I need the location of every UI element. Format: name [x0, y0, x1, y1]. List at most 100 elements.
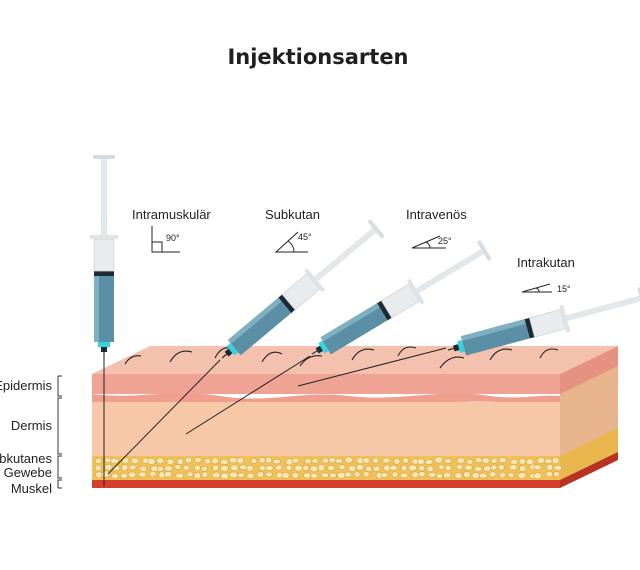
fat-cell — [518, 457, 526, 465]
fat-cell — [498, 457, 507, 464]
plunger-rod — [101, 157, 107, 235]
fat-cell — [138, 471, 147, 478]
fat-cell — [321, 457, 330, 464]
fat-cell — [327, 465, 336, 471]
plunger-seal — [377, 300, 392, 321]
fat-cell — [443, 471, 452, 479]
fat-cell — [355, 463, 365, 471]
layer-label-subcutaneous-2: Gewebe — [4, 465, 52, 480]
fat-cell — [157, 465, 164, 472]
fat-cell — [236, 457, 245, 465]
needle-paths — [103, 347, 447, 486]
skin-side-epidermis — [560, 346, 618, 394]
fat-cell — [121, 464, 129, 472]
fat-cell — [362, 471, 370, 478]
fat-cell — [321, 472, 329, 478]
fat-cell — [490, 458, 499, 464]
dermis-layer — [92, 402, 560, 456]
fat-cell — [466, 458, 474, 465]
fat-cell — [128, 471, 137, 478]
fat-cell — [499, 471, 506, 479]
angle-icons — [151, 226, 552, 293]
fat-cell — [264, 465, 274, 471]
fat-cell — [201, 471, 209, 478]
plunger-rod — [314, 226, 378, 282]
fat-cell — [186, 471, 194, 477]
plunger-head — [367, 219, 385, 239]
fat-cell — [434, 456, 443, 464]
fat-cell — [418, 465, 426, 472]
fat-cell — [533, 464, 542, 471]
fat-cell — [507, 472, 515, 478]
fat-cell — [393, 458, 401, 465]
fat-cell — [229, 471, 238, 479]
fat-cell — [302, 465, 310, 472]
fat-cell — [336, 471, 346, 479]
layer-labels: Epidermis Dermis Subkutanes Gewebe Muske… — [0, 378, 52, 496]
fat-cell — [193, 472, 202, 479]
fat-cell — [525, 458, 535, 466]
fat-cell — [212, 464, 219, 472]
barrel-flange — [90, 235, 118, 239]
fat-cell — [175, 472, 184, 479]
fat-cell — [553, 464, 562, 471]
barrel-fluid — [460, 319, 530, 356]
fat-cell — [220, 472, 229, 480]
fat-cell — [294, 464, 303, 472]
fat-cell — [285, 464, 293, 471]
layer-brackets — [57, 375, 62, 489]
fat-cell — [265, 456, 273, 464]
fat-cell — [281, 471, 290, 479]
injection-labels: Intramuskulär Subkutan Intravenös Intrak… — [132, 207, 575, 270]
needle-hub — [226, 343, 239, 356]
label-intramuscular: Intramuskulär — [132, 207, 211, 222]
barrel-fluid — [320, 303, 388, 355]
fat-cell — [391, 471, 399, 478]
barrel-highlight — [460, 319, 526, 342]
fat-cell — [309, 465, 319, 473]
layer-label-subcutaneous-1: Subkutanes — [0, 451, 52, 466]
fat-cell — [508, 464, 518, 471]
angle-value-45: 45° — [298, 232, 312, 242]
fat-cell — [239, 464, 248, 471]
fat-cell — [128, 464, 137, 471]
fat-cell — [544, 458, 553, 464]
needle-base — [101, 346, 107, 352]
fat-cell — [291, 457, 300, 464]
fat-cell — [483, 465, 492, 472]
fat-cell — [164, 470, 173, 478]
fat-cell — [258, 457, 266, 464]
angle-45-icon — [274, 231, 308, 253]
layer-label-muscle: Muskel — [11, 481, 52, 496]
fat-cell — [130, 457, 140, 464]
layer-label-epidermis: Epidermis — [0, 378, 52, 393]
fat-cell — [546, 463, 554, 471]
epidermis-layer — [92, 374, 560, 394]
syringe-intramuscular — [90, 155, 118, 358]
fat-cell — [464, 464, 473, 471]
fat-cell — [497, 464, 505, 471]
label-intradermal: Intrakutan — [517, 255, 575, 270]
fat-cell — [101, 470, 111, 478]
fat-cell — [120, 472, 129, 479]
barrel-empty — [528, 309, 567, 338]
barrel-highlight — [94, 276, 99, 342]
angle-15-icon — [521, 283, 552, 293]
label-subcutaneous: Subkutan — [265, 207, 320, 222]
fat-cell — [338, 464, 346, 471]
fat-cell — [272, 458, 281, 465]
angle-value-90: 90° — [166, 233, 180, 243]
needle-hub — [318, 340, 329, 354]
fat-cell — [416, 458, 425, 465]
fat-cell — [194, 457, 202, 464]
fat-cell — [402, 457, 409, 464]
fat-cell — [362, 457, 371, 464]
fat-cell — [424, 459, 433, 465]
fat-cell — [545, 470, 553, 478]
fat-cell — [490, 464, 498, 471]
fat-cell — [139, 465, 147, 472]
fat-cell — [473, 466, 483, 472]
barrel-fluid — [227, 297, 292, 356]
barrel-flange — [304, 268, 326, 293]
fat-cell — [122, 457, 130, 465]
